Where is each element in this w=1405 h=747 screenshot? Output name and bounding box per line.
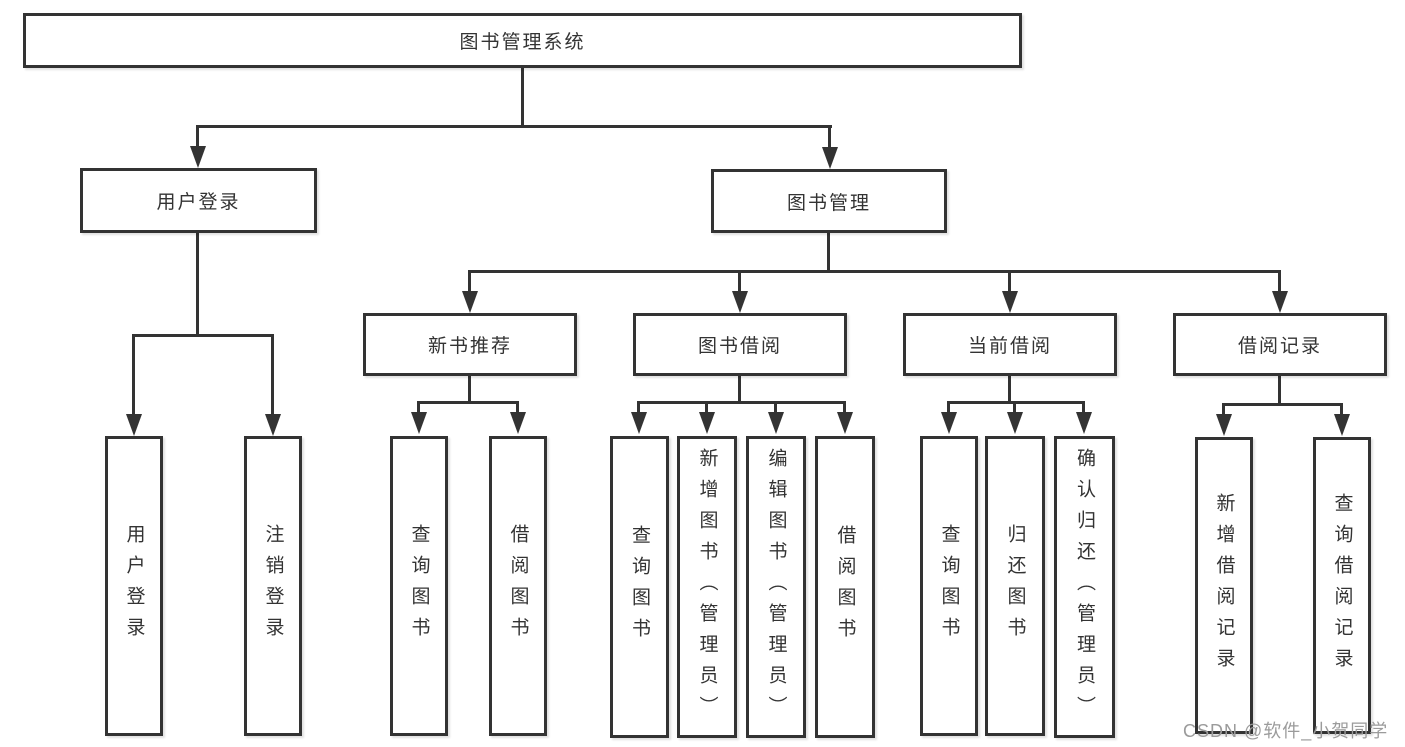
arrow-down-icon	[1272, 291, 1288, 313]
leaf-confirm-return-admin: 确认归还（管理员）	[1054, 436, 1115, 738]
node-root: 图书管理系统	[23, 13, 1022, 68]
arrow-down-icon	[190, 146, 206, 168]
arrow-down-icon	[1007, 412, 1023, 434]
leaf-query-book-3: 查询图书	[920, 436, 978, 736]
arrow-down-icon	[411, 412, 427, 434]
connector-newbook-stem	[468, 376, 471, 403]
leaf-add-book-admin: 新增图书（管理员）	[677, 436, 737, 738]
connector-borrow-drop-2	[705, 403, 708, 413]
connector-root-stem	[521, 68, 524, 127]
connector-root-drop-right	[828, 127, 831, 149]
arrow-down-icon	[768, 412, 784, 434]
connector-records-drop-2	[1340, 405, 1343, 415]
arrow-down-icon	[126, 414, 142, 436]
leaf-logout: 注销登录	[244, 436, 302, 736]
connector-borrow-drop-1	[637, 403, 640, 413]
node-borrow-record: 借阅记录	[1173, 313, 1387, 376]
arrow-down-icon	[462, 291, 478, 313]
connector-userlogin-drop-1	[132, 336, 135, 414]
connector-newbook-rail	[417, 401, 519, 404]
connector-current-stem	[1008, 376, 1011, 403]
arrow-down-icon	[265, 414, 281, 436]
arrow-down-icon	[631, 412, 647, 434]
connector-records-rail	[1222, 403, 1343, 406]
arrow-down-icon	[1334, 414, 1350, 436]
leaf-query-book-2: 查询图书	[610, 436, 669, 738]
arrow-down-icon	[837, 412, 853, 434]
connector-root-drop-left	[196, 127, 199, 148]
connector-userlogin-drop-2	[271, 336, 274, 414]
leaf-edit-book-admin: 编辑图书（管理员）	[746, 436, 806, 738]
connector-bookmgmt-rail	[468, 270, 1281, 273]
connector-borrow-drop-3	[774, 403, 777, 413]
connector-userlogin-stem	[196, 233, 199, 336]
connector-records-stem	[1278, 376, 1281, 405]
connector-current-drop-2	[1013, 403, 1016, 413]
connector-bookmgmt-drop-1	[468, 272, 471, 291]
node-user-login: 用户登录	[80, 168, 317, 233]
connector-current-rail	[947, 401, 1085, 404]
connector-current-drop-3	[1082, 403, 1085, 413]
arrow-down-icon	[699, 412, 715, 434]
connector-newbook-drop-2	[516, 403, 519, 413]
leaf-add-borrow-record: 新增借阅记录	[1195, 437, 1253, 734]
csdn-watermark: CSDN @软件_小贺同学	[1183, 721, 1389, 741]
leaf-query-borrow-record: 查询借阅记录	[1313, 437, 1371, 734]
leaf-borrow-book-1: 借阅图书	[489, 436, 547, 736]
connector-records-drop-1	[1222, 405, 1225, 415]
connector-current-drop-1	[947, 403, 950, 413]
arrow-down-icon	[1076, 412, 1092, 434]
connector-bookmgmt-drop-2	[738, 272, 741, 291]
leaf-user-login: 用户登录	[105, 436, 163, 736]
connector-root-rail	[196, 125, 832, 128]
node-new-book-rec: 新书推荐	[363, 313, 577, 376]
node-book-borrow: 图书借阅	[633, 313, 847, 376]
node-book-mgmt: 图书管理	[711, 169, 947, 233]
leaf-borrow-book-2: 借阅图书	[815, 436, 875, 738]
arrow-down-icon	[732, 291, 748, 313]
node-current-borrow: 当前借阅	[903, 313, 1117, 376]
connector-newbook-drop-1	[417, 403, 420, 413]
connector-bookmgmt-drop-4	[1278, 272, 1281, 291]
connector-bookmgmt-drop-3	[1008, 272, 1011, 291]
connector-borrow-rail	[637, 401, 846, 404]
arrow-down-icon	[1002, 291, 1018, 313]
arrow-down-icon	[510, 412, 526, 434]
arrow-down-icon	[822, 147, 838, 169]
connector-userlogin-rail	[132, 334, 274, 337]
leaf-query-book-1: 查询图书	[390, 436, 448, 736]
connector-bookmgmt-stem	[827, 233, 830, 272]
connector-borrow-drop-4	[843, 403, 846, 413]
arrow-down-icon	[941, 412, 957, 434]
connector-borrow-stem	[738, 376, 741, 403]
leaf-return-book: 归还图书	[985, 436, 1045, 736]
arrow-down-icon	[1216, 414, 1232, 436]
